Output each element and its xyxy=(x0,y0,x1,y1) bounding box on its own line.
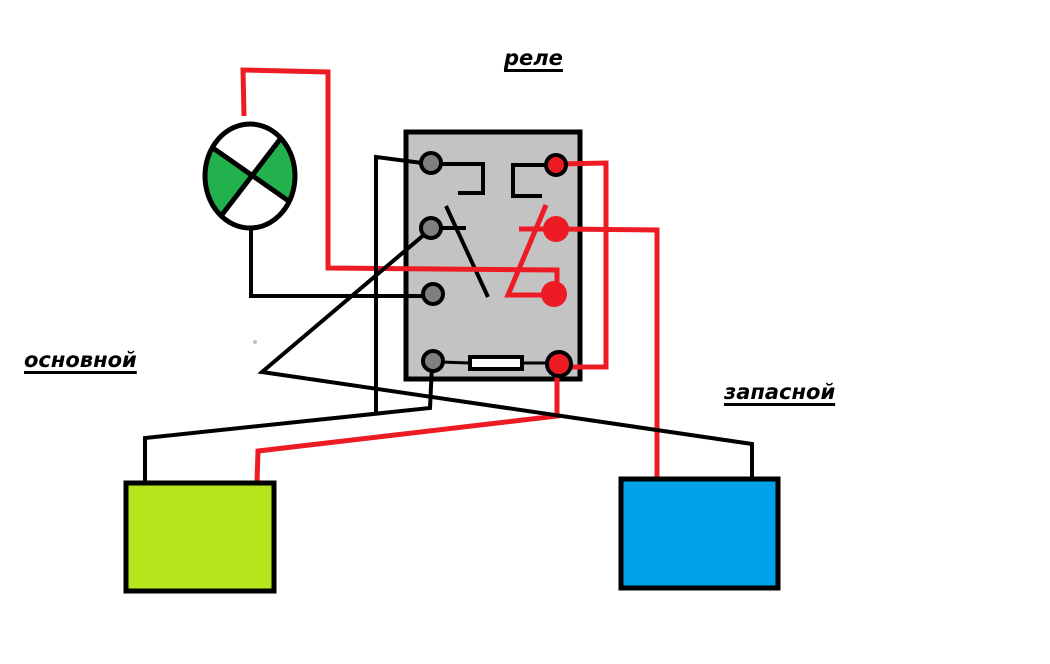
wire-fuse-loop xyxy=(556,160,609,370)
terminal-r3 xyxy=(541,281,567,307)
terminal-r4 xyxy=(545,350,573,378)
wire-terminal2-diag xyxy=(257,226,754,480)
wire-lamp-positive xyxy=(240,67,560,290)
terminal-l3 xyxy=(421,282,445,306)
relay-contact-left-top xyxy=(440,162,485,195)
relay-label: реле xyxy=(504,46,563,70)
wire-primary-positive xyxy=(254,367,560,483)
relay-terminals xyxy=(419,151,573,378)
fuse-lead-left xyxy=(439,360,471,365)
terminal-l1 xyxy=(419,151,443,175)
primary-battery xyxy=(123,480,277,594)
terminal-r1 xyxy=(544,153,568,177)
backup-label: запасной xyxy=(724,380,836,404)
fuse xyxy=(468,355,524,371)
wire-primary-ground xyxy=(143,364,434,482)
wire-lamp-ground xyxy=(249,228,430,298)
terminal-l2 xyxy=(419,216,443,240)
indicator-lamp xyxy=(202,121,298,231)
wire-backup-positive xyxy=(556,226,660,478)
backup-battery xyxy=(618,476,781,591)
wire-relay-red-arm xyxy=(504,204,549,298)
terminal-r2 xyxy=(543,216,569,242)
stray-dot xyxy=(253,340,257,344)
relay-coil-arm xyxy=(444,205,490,298)
primary-label: основной xyxy=(24,348,137,372)
terminal-l4 xyxy=(421,349,445,373)
relay-contact-right-top xyxy=(511,163,548,198)
wire-terminal1 xyxy=(374,154,431,415)
